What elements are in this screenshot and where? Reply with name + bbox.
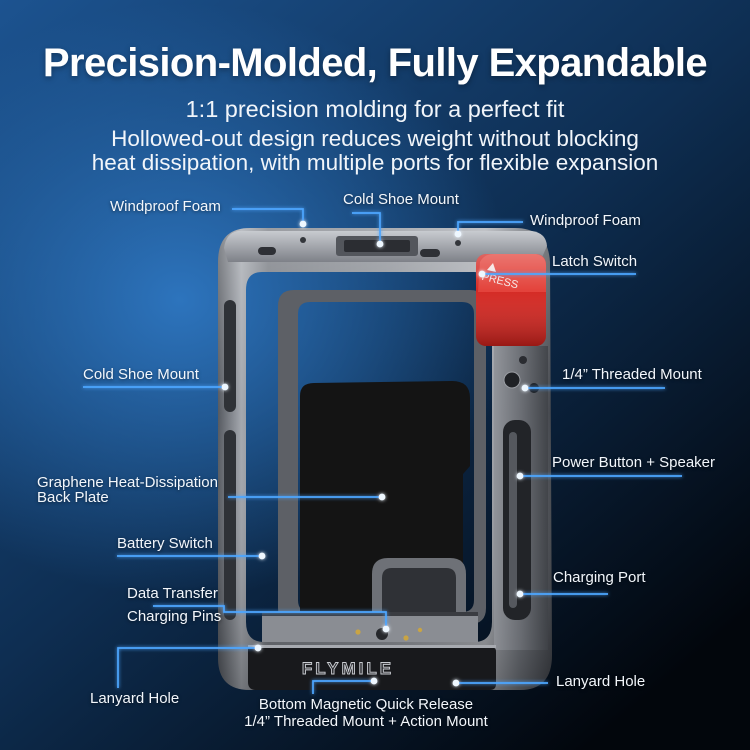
target-dot xyxy=(452,679,460,687)
callout-lanyard-hole-right: Lanyard Hole xyxy=(556,673,646,690)
left-side-slot xyxy=(224,300,236,412)
callout-bottom-mount: Bottom Magnetic Quick Release 1/4” Threa… xyxy=(237,696,495,730)
callout-threaded-mount: 1/4” Threaded Mount xyxy=(562,366,702,383)
callout-charging-pins-line-1: Data Transfer xyxy=(127,585,218,602)
brand-mark: FLYMILE xyxy=(302,659,394,678)
cage-floor-edge xyxy=(262,612,478,616)
leader-cold-shoe-top xyxy=(352,212,381,242)
right-side-slot-inner xyxy=(509,432,517,608)
leader-lines xyxy=(83,208,682,694)
target-dot xyxy=(378,493,386,501)
callout-lanyard-hole-left: Lanyard Hole xyxy=(90,690,180,707)
leader-charging-pins xyxy=(153,605,387,627)
bottom-plate xyxy=(248,648,496,690)
target-dot xyxy=(376,240,384,248)
callout-charging-port: Charging Port xyxy=(553,569,646,586)
target-dot xyxy=(258,552,266,560)
target-dot xyxy=(516,590,524,598)
callout-cold-shoe-top: Cold Shoe Mount xyxy=(343,191,459,208)
bottom-edge xyxy=(248,645,496,648)
callout-windproof-foam-left: Windproof Foam xyxy=(110,198,221,215)
callout-bottom-mount-line-1: Bottom Magnetic Quick Release xyxy=(258,696,474,713)
callout-bottom-mount-line-2: 1/4” Threaded Mount + Action Mount xyxy=(244,713,488,730)
callout-latch-switch: Latch Switch xyxy=(552,253,638,270)
foam-hole-left xyxy=(300,237,306,243)
target-dot xyxy=(221,383,229,391)
callout-back-plate: Graphene Heat-Dissipation Back Plate xyxy=(37,475,218,505)
target-dot xyxy=(382,625,390,633)
target-dot xyxy=(516,472,524,480)
target-dot xyxy=(521,384,529,392)
description-line-2: heat dissipation, with multiple ports fo… xyxy=(91,150,659,175)
target-dot xyxy=(454,230,462,238)
description-line-1: Hollowed-out design reduces weight witho… xyxy=(111,126,639,151)
target-dot xyxy=(478,270,486,278)
target-dot xyxy=(299,220,307,228)
foam-hole-right xyxy=(455,240,461,246)
threaded-mount-hole xyxy=(503,371,521,389)
cage-floor xyxy=(262,612,478,644)
foam-vent-left xyxy=(258,247,276,255)
charging-pin xyxy=(355,629,361,635)
leader-windproof-foam-right xyxy=(457,221,523,232)
callout-cold-shoe-left: Cold Shoe Mount xyxy=(83,366,199,383)
callout-back-plate-line-1: Graphene Heat-Dissipation xyxy=(37,474,218,491)
charging-pin xyxy=(417,627,423,633)
foam-vent-right xyxy=(420,249,440,257)
left-side-slot xyxy=(224,430,236,620)
callout-charging-pins-line-2: Charging Pins xyxy=(127,608,222,625)
callout-back-plate-line-2: Back Plate xyxy=(37,489,109,506)
page-subtitle: 1:1 precision molding for a perfect fit xyxy=(185,96,565,122)
latch-switch: PRESS xyxy=(476,254,546,346)
leader-bottom-mount xyxy=(312,680,372,694)
threaded-mount-hole xyxy=(519,356,527,364)
callout-battery-switch: Battery Switch xyxy=(117,535,213,552)
page-title: Precision-Molded, Fully Expandable xyxy=(42,41,708,85)
back-plate-window-inner xyxy=(382,568,456,612)
charging-pin xyxy=(403,635,409,641)
target-dot xyxy=(254,644,262,652)
callout-power-button-speaker: Power Button + Speaker xyxy=(552,454,716,471)
callout-charging-pins: Data Transfer Charging Pins xyxy=(127,582,221,628)
cold-shoe-slot xyxy=(344,240,410,252)
latch-arrow-icon xyxy=(487,263,496,272)
target-dot xyxy=(370,677,378,685)
leader-lanyard-left xyxy=(117,647,258,688)
leader-windproof-foam-left xyxy=(232,208,304,222)
camera-cage: PRESS FLYMILE xyxy=(218,228,552,690)
callout-windproof-foam-right: Windproof Foam xyxy=(530,212,641,229)
